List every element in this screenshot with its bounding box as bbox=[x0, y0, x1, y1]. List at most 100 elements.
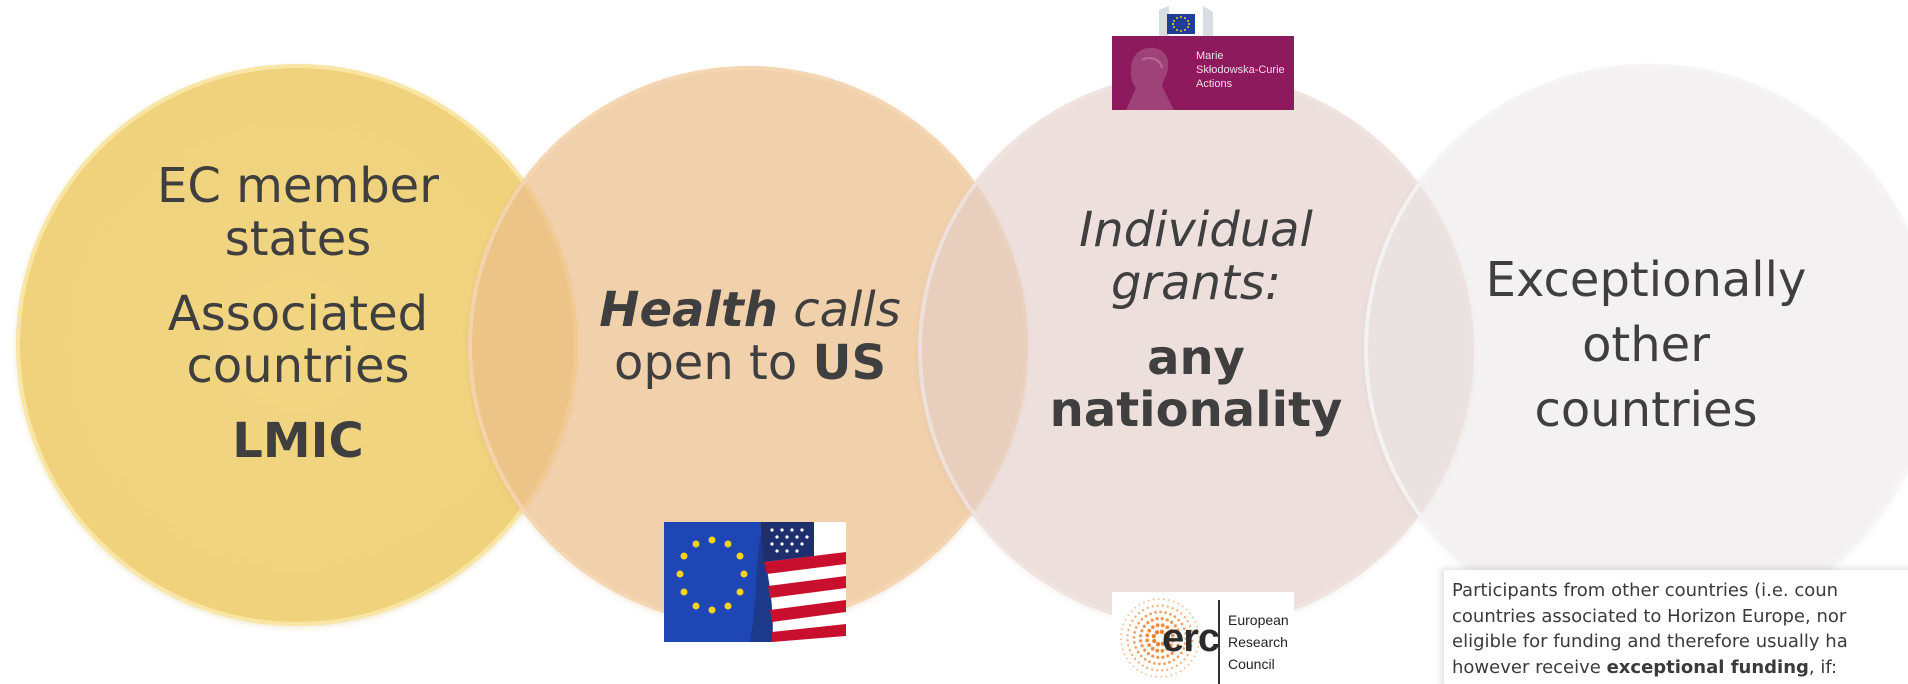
erc-dot bbox=[1134, 615, 1137, 618]
erc-dot bbox=[1190, 629, 1193, 632]
us-flag-icon bbox=[760, 522, 846, 642]
erc-dot bbox=[1159, 629, 1165, 634]
erc-dot bbox=[1160, 616, 1164, 621]
erc-dot bbox=[1170, 651, 1174, 655]
eligibility-excerpt: Participants from other countries (i.e. … bbox=[1444, 570, 1908, 684]
erc-dot bbox=[1147, 599, 1150, 602]
erc-dot bbox=[1160, 641, 1166, 646]
erc-dot bbox=[1140, 629, 1144, 633]
c2-us: US bbox=[812, 334, 887, 391]
erc-dot bbox=[1137, 661, 1140, 664]
excerpt-line4-post: , if: bbox=[1808, 656, 1838, 678]
erc-dot bbox=[1184, 632, 1187, 635]
erc-dot bbox=[1133, 641, 1136, 644]
erc-dot bbox=[1157, 598, 1160, 600]
erc-dot bbox=[1197, 640, 1200, 643]
erc-dot bbox=[1172, 600, 1175, 603]
erc-dot bbox=[1190, 659, 1193, 662]
erc-dot bbox=[1180, 612, 1183, 615]
erc-dot bbox=[1131, 653, 1134, 656]
erc-dot bbox=[1143, 601, 1145, 604]
erc-dot bbox=[1149, 612, 1152, 616]
erc-dot bbox=[1179, 670, 1182, 672]
erc-dot bbox=[1193, 655, 1196, 658]
erc-dot bbox=[1141, 664, 1144, 667]
spacer bbox=[100, 266, 496, 288]
erc-dot bbox=[1179, 651, 1183, 655]
c3-line3: any bbox=[1147, 329, 1245, 386]
erc-dot bbox=[1177, 638, 1182, 642]
erc-mark: erc bbox=[1162, 616, 1220, 660]
c4-line1: Exceptionally bbox=[1485, 252, 1807, 308]
erc-dot bbox=[1158, 662, 1161, 666]
erc-dot bbox=[1194, 621, 1197, 623]
erc-dot bbox=[1173, 624, 1177, 628]
erc-dot bbox=[1127, 629, 1130, 632]
erc-dot bbox=[1170, 633, 1175, 638]
circle-other-countries bbox=[1364, 64, 1908, 634]
erc-dot bbox=[1133, 631, 1136, 634]
erc-dot bbox=[1164, 637, 1169, 643]
erc-dot bbox=[1177, 633, 1181, 637]
erc-dot bbox=[1181, 605, 1184, 608]
erc-dot bbox=[1121, 648, 1124, 651]
c2-line2: open to US bbox=[580, 334, 920, 391]
erc-dots-icon bbox=[1120, 598, 1200, 678]
erc-dot bbox=[1156, 669, 1159, 672]
erc-dot bbox=[1124, 618, 1127, 621]
erc-dot bbox=[1164, 611, 1167, 614]
erc-dot bbox=[1151, 654, 1155, 658]
erc-dot bbox=[1154, 611, 1157, 614]
erc-dot bbox=[1128, 661, 1131, 664]
eu-us-flags-image bbox=[664, 522, 846, 642]
erc-dot bbox=[1156, 655, 1160, 660]
c1-line1: EC member bbox=[157, 158, 439, 214]
c1-line4: countries bbox=[186, 338, 410, 395]
erc-dot bbox=[1126, 639, 1129, 642]
msca-line2: Skłodowska-Curie bbox=[1196, 64, 1285, 76]
excerpt-line4: however receive exceptional funding, if: bbox=[1452, 655, 1908, 681]
erc-dot bbox=[1173, 615, 1177, 619]
erc-dot bbox=[1159, 610, 1162, 614]
erc-dot bbox=[1150, 646, 1155, 651]
erc-logo bbox=[1112, 592, 1294, 684]
erc-dot bbox=[1185, 608, 1188, 611]
erc-dot bbox=[1168, 599, 1170, 601]
erc-dot bbox=[1189, 612, 1192, 615]
erc-dot bbox=[1197, 646, 1199, 648]
erc-dot bbox=[1162, 598, 1165, 601]
erc-dot bbox=[1151, 668, 1154, 671]
c2-calls: calls bbox=[777, 282, 901, 338]
erc-dot bbox=[1163, 662, 1166, 665]
erc-dot bbox=[1176, 643, 1180, 647]
erc-dot bbox=[1192, 616, 1194, 619]
erc-dot bbox=[1156, 604, 1159, 607]
marie-curie-portrait-icon bbox=[1126, 47, 1174, 110]
erc-dot bbox=[1127, 644, 1130, 647]
erc-dot bbox=[1183, 615, 1187, 619]
erc-dot bbox=[1138, 604, 1141, 606]
erc-dot bbox=[1140, 617, 1144, 621]
erc-dot bbox=[1155, 623, 1160, 628]
erc-dot bbox=[1169, 629, 1173, 633]
erc-dot bbox=[1166, 654, 1170, 658]
erc-dot bbox=[1127, 614, 1130, 617]
erc-dot bbox=[1186, 620, 1189, 623]
msca-text: Marie Skłodowska-Curie Actions bbox=[1196, 49, 1285, 91]
c2-open-to: open to bbox=[613, 334, 813, 391]
erc-dot bbox=[1184, 637, 1188, 640]
erc-dot bbox=[1142, 609, 1145, 612]
erc-dot bbox=[1155, 642, 1161, 647]
c3-line1: Individual bbox=[1079, 202, 1313, 258]
c3-line4: nationality bbox=[1049, 382, 1343, 439]
erc-dot bbox=[1160, 648, 1165, 653]
erc-dot bbox=[1120, 638, 1122, 641]
erc-dot bbox=[1146, 621, 1150, 625]
erc-dot bbox=[1180, 622, 1184, 626]
erc-dot bbox=[1155, 617, 1159, 621]
erc-dot bbox=[1137, 611, 1141, 615]
erc-dot bbox=[1144, 614, 1148, 618]
erc-dot bbox=[1197, 630, 1200, 633]
erc-dot bbox=[1152, 638, 1157, 644]
